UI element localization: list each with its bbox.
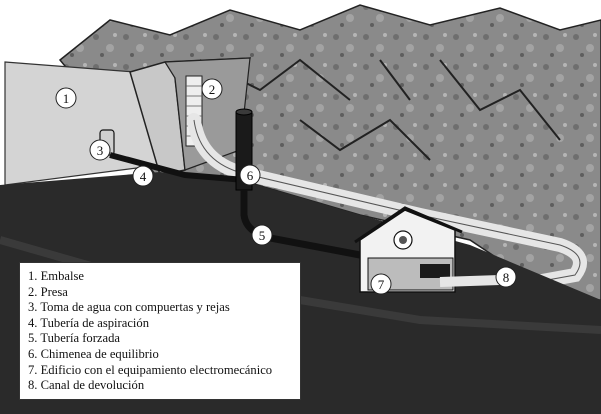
svg-text:1: 1 <box>63 91 70 106</box>
marker-4: 4 <box>132 165 154 187</box>
tailrace <box>439 275 501 287</box>
marker-5: 5 <box>251 224 273 246</box>
legend-item-chimenea-equilibrio: 6. Chimenea de equilibrio <box>28 346 159 361</box>
legend-item-tuberia-aspiracion: 4. Tubería de aspiración <box>28 315 150 330</box>
svg-text:8: 8 <box>503 270 510 285</box>
svg-text:7: 7 <box>378 277 385 292</box>
svg-text:6: 6 <box>247 168 254 183</box>
powerhouse <box>354 206 463 293</box>
svg-text:5: 5 <box>259 228 266 243</box>
marker-3: 3 <box>89 139 111 161</box>
legend-box: 1. Embalse 2. Presa 3. Toma de agua con … <box>19 262 301 400</box>
marker-8: 8 <box>495 266 517 288</box>
marker-2: 2 <box>201 78 223 100</box>
legend-item-edificio: 7. Edificio con el equipamiento electrom… <box>28 362 273 377</box>
legend-item-presa: 2. Presa <box>28 284 68 299</box>
suction-pipe <box>109 152 246 183</box>
marker-6: 6 <box>239 164 261 186</box>
marker-1: 1 <box>55 87 77 109</box>
svg-text:4: 4 <box>140 169 147 184</box>
legend-item-embalse: 1. Embalse <box>28 269 84 283</box>
svg-text:3: 3 <box>97 143 104 158</box>
mountain-ridges <box>199 58 561 161</box>
legend-item-tuberia-forzada: 5. Tubería forzada <box>28 331 120 346</box>
svg-text:2: 2 <box>209 82 216 97</box>
legend-item-toma-de-agua: 3. Toma de agua con compuertas y rejas <box>28 300 230 315</box>
marker-7: 7 <box>370 273 392 295</box>
legend-item-canal-devolucion: 8. Canal de devolución <box>28 378 145 393</box>
